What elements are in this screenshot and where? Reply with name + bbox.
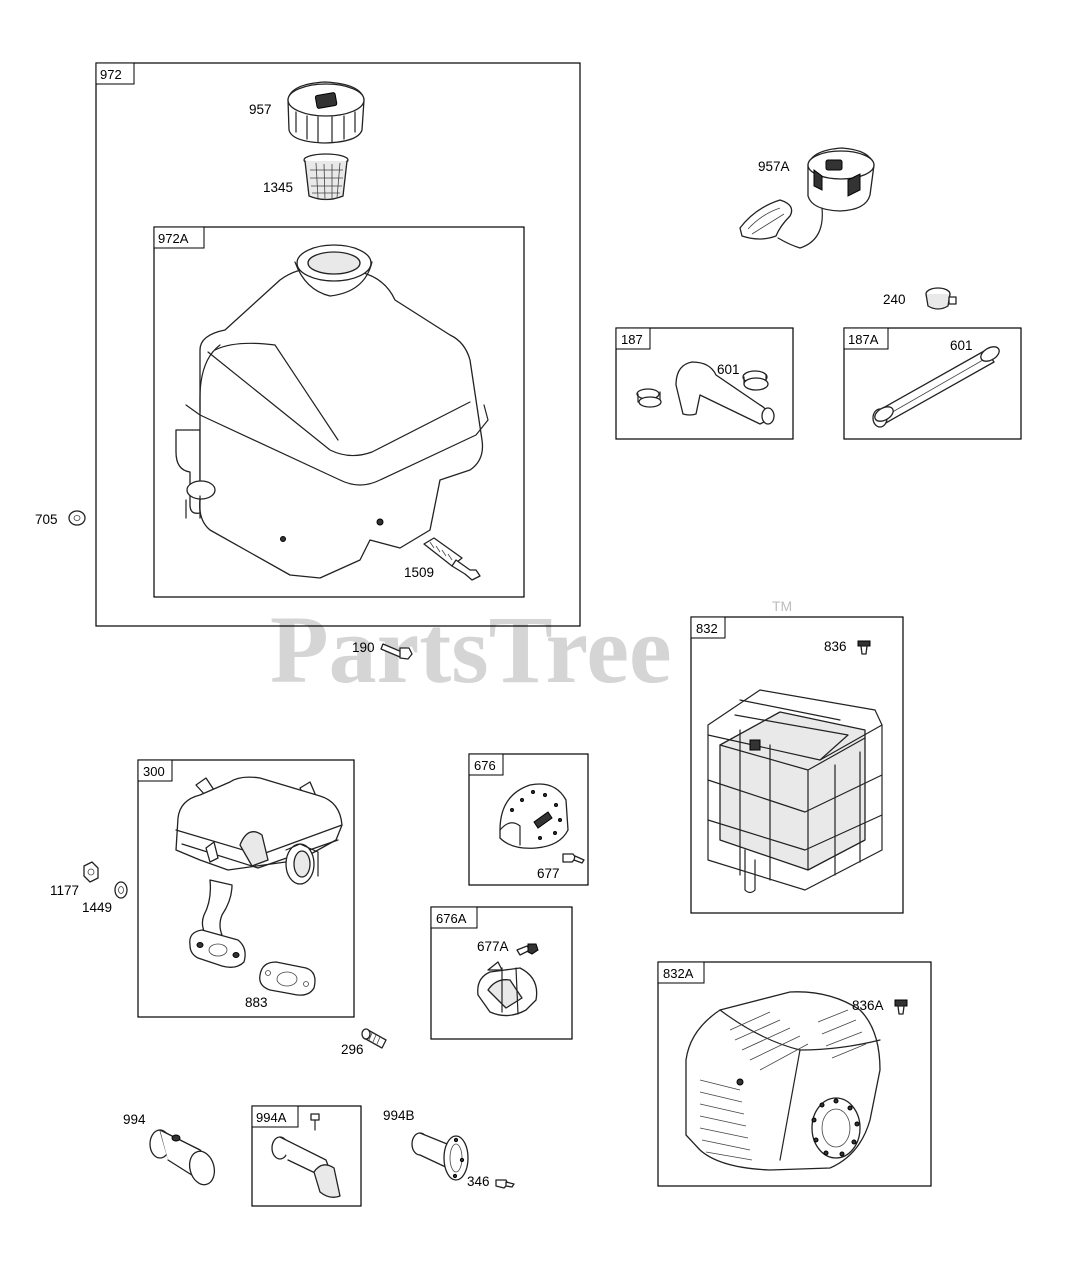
label-601-b: 601: [950, 338, 973, 353]
part-677-screw[interactable]: [562, 853, 585, 864]
part-883-gasket[interactable]: [259, 961, 316, 996]
label-1509: 1509: [404, 565, 434, 580]
part-676A-deflector[interactable]: [477, 961, 538, 1017]
group-972A-tag: 972A: [158, 231, 189, 246]
group-187A-tag: 187A: [848, 332, 879, 347]
group-832A[interactable]: 832A: [657, 961, 932, 1187]
group-832A-tag: 832A: [663, 966, 694, 981]
label-994B: 994B: [383, 1108, 415, 1123]
part-832A-heat-shield[interactable]: [685, 991, 881, 1171]
part-832-muffler-guard[interactable]: [707, 689, 883, 894]
label-957A: 957A: [758, 159, 790, 174]
part-677A-screw[interactable]: [516, 943, 539, 956]
group-300[interactable]: 300: [137, 759, 355, 1018]
label-705: 705: [35, 512, 58, 527]
part-300-muffler[interactable]: [175, 776, 343, 968]
part-836-bolt[interactable]: [857, 640, 871, 655]
label-883: 883: [245, 995, 268, 1010]
part-836A-bolt[interactable]: [894, 999, 908, 1015]
part-957-fuel-cap[interactable]: [287, 81, 365, 144]
group-972[interactable]: 972: [95, 62, 581, 627]
group-994A[interactable]: 994A: [251, 1105, 362, 1207]
group-972-tag: 972: [100, 67, 122, 82]
group-676A-tag: 676A: [436, 911, 467, 926]
part-994A-spark-arrestor[interactable]: [271, 1113, 341, 1198]
group-994A-tag: 994A: [256, 1110, 287, 1125]
group-676[interactable]: 676: [468, 753, 589, 886]
group-832[interactable]: 832: [690, 616, 904, 914]
label-994: 994: [123, 1112, 146, 1127]
part-346-screw[interactable]: [495, 1179, 515, 1189]
part-296-stud[interactable]: [361, 1028, 387, 1049]
label-296: 296: [341, 1042, 364, 1057]
part-705-grommet[interactable]: [68, 510, 86, 526]
label-346: 346: [467, 1174, 490, 1189]
label-190: 190: [352, 640, 375, 655]
part-1449-washer[interactable]: [114, 881, 128, 899]
watermark-trademark: TM: [772, 598, 792, 614]
part-187A-fuel-hose[interactable]: [872, 344, 1001, 428]
label-836A: 836A: [852, 998, 884, 1013]
label-1177: 1177: [50, 883, 79, 898]
group-187-tag: 187: [621, 332, 643, 347]
group-187A[interactable]: 187A: [843, 327, 1022, 440]
part-957A-fuel-cap-tethered[interactable]: [739, 147, 875, 249]
part-676-deflector[interactable]: [499, 783, 569, 849]
part-190-bolt[interactable]: [380, 643, 413, 660]
label-677: 677: [537, 866, 560, 881]
part-994-spark-arrestor[interactable]: [149, 1129, 218, 1188]
group-832-tag: 832: [696, 621, 718, 636]
watermark-brand: PartsTree: [270, 596, 672, 703]
part-1509-fuel-filter[interactable]: [423, 537, 481, 581]
label-957: 957: [249, 102, 272, 117]
label-1449: 1449: [82, 900, 112, 915]
group-676A[interactable]: 676A: [430, 906, 573, 1040]
part-187-fuel-hose[interactable]: [636, 361, 775, 425]
group-300-tag: 300: [143, 764, 165, 779]
part-1177-nut[interactable]: [83, 861, 99, 883]
label-1345: 1345: [263, 180, 293, 195]
part-994B-spark-arrestor[interactable]: [411, 1132, 469, 1181]
group-676-tag: 676: [474, 758, 496, 773]
label-836: 836: [824, 639, 847, 654]
group-187[interactable]: 187: [615, 327, 794, 440]
group-972A[interactable]: 972A: [153, 226, 525, 598]
label-601-a: 601: [717, 362, 740, 377]
label-240: 240: [883, 292, 906, 307]
part-fuel-tank[interactable]: [175, 244, 489, 579]
label-677A: 677A: [477, 939, 509, 954]
part-240-valve[interactable]: [925, 287, 957, 310]
part-1345-fuel-strainer[interactable]: [303, 153, 349, 201]
